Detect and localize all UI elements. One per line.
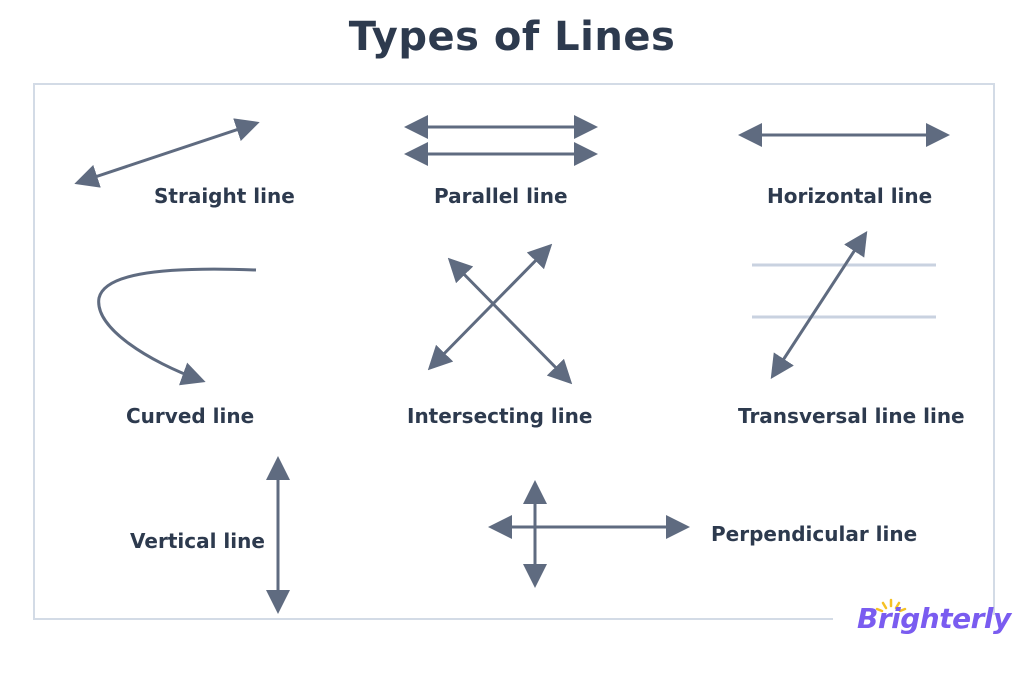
frame-logo-gap <box>833 615 1003 627</box>
transversal-line-shape <box>770 230 868 380</box>
intersecting-line-a-shape <box>447 257 573 385</box>
brand-logo-text: Brighterly <box>857 602 1011 635</box>
intersecting-line-label: Intersecting line <box>407 404 593 428</box>
sun-icon <box>875 598 907 613</box>
perpendicular-line-label: Perpendicular line <box>711 522 918 546</box>
vertical-line-label: Vertical line <box>130 529 265 553</box>
page-title: Types of Lines <box>348 14 676 60</box>
transversal-line-label: Transversal line line <box>738 404 965 428</box>
straight-line-shape <box>74 118 260 188</box>
brand-logo: Brighterly <box>853 596 1011 646</box>
parallel-line-label: Parallel line <box>434 184 568 208</box>
intersecting-line-b-shape <box>427 243 553 371</box>
curved-line-label: Curved line <box>126 404 255 428</box>
diagram-frame <box>33 83 995 620</box>
straight-line-label: Straight line <box>154 184 295 208</box>
horizontal-line-label: Horizontal line <box>767 184 933 208</box>
curved-line-shape <box>97 267 257 386</box>
